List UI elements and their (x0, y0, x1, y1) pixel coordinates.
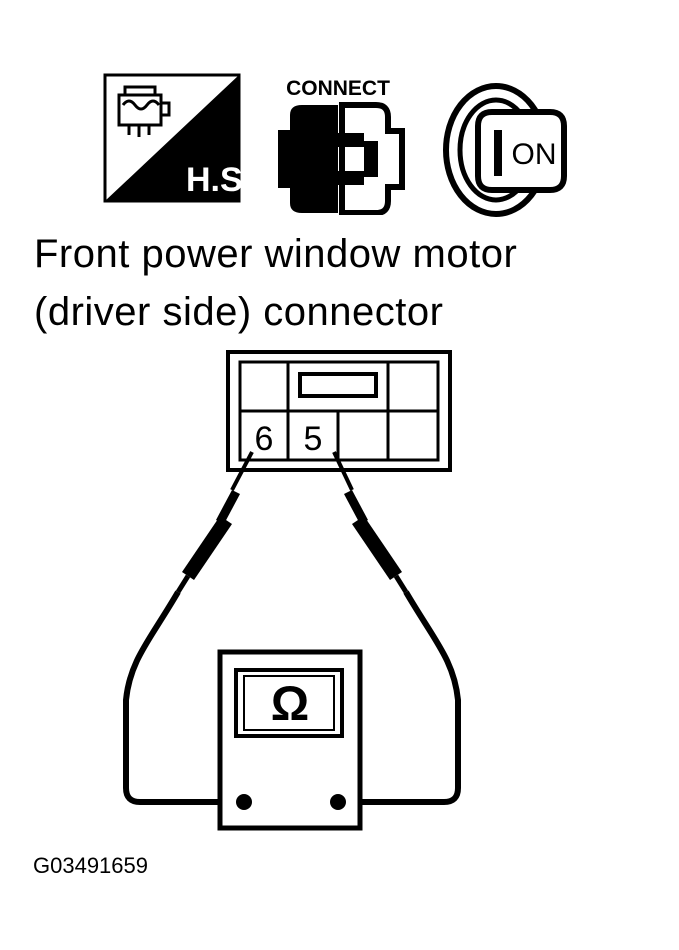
lead-right (338, 590, 461, 805)
hs-harness-sensor-icon: H.S. (103, 73, 241, 203)
ignition-key-icon: ON (443, 83, 567, 217)
hs-label: H.S. (186, 161, 241, 199)
meter-jack-right (330, 794, 346, 810)
terminal-6-label: 6 (255, 420, 274, 458)
connector-title-line-1: Front power window motor (34, 232, 518, 276)
probe-right (332, 451, 409, 594)
terminal-5-label: 5 (304, 420, 323, 458)
meter-jack-left (236, 794, 252, 810)
continuity-check-diagram: 6 5 Ω (123, 350, 461, 831)
lead-left (123, 590, 244, 805)
figure-code: G03491659 (33, 853, 148, 878)
ohm-symbol: Ω (271, 678, 309, 731)
connector-title-line-2: (driver side) connector (34, 290, 444, 334)
ignition-on-label: ON (512, 138, 557, 171)
connect-label: CONNECT (286, 77, 390, 100)
ohmmeter (217, 649, 363, 831)
probe-left (175, 451, 254, 594)
connector-plug-icon: CONNECT (278, 77, 405, 215)
